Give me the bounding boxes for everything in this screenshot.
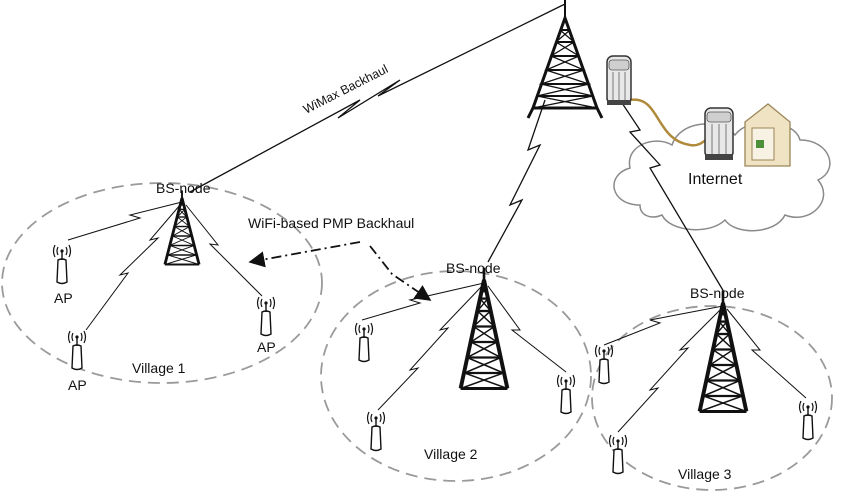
ap-village-2-b bbox=[366, 411, 386, 452]
bs-node-label-1: BS-node bbox=[156, 180, 211, 196]
village-2-area bbox=[320, 270, 592, 482]
village-1-label: Village 1 bbox=[132, 360, 186, 376]
ap-village-1-a bbox=[52, 244, 72, 285]
internet-label: Internet bbox=[688, 171, 743, 188]
wifi-backhaul-arrow bbox=[248, 241, 432, 301]
village-3-wireless-links bbox=[603, 305, 807, 433]
bs-node-tower-2 bbox=[461, 268, 508, 389]
wimax-link-village-2 bbox=[487, 99, 546, 263]
village-3-area bbox=[591, 305, 833, 491]
ap-label-3: AP bbox=[257, 339, 276, 355]
village-1-wireless-links bbox=[67, 201, 263, 331]
ap-label-2: AP bbox=[68, 377, 87, 393]
bs-node-label-2: BS-node bbox=[446, 260, 501, 276]
wifi-backhaul-label: WiFi-based PMP Backhaul bbox=[248, 215, 414, 231]
ap-village-2-c bbox=[556, 374, 576, 415]
wimax-link-village-3 bbox=[611, 87, 725, 293]
internet-server bbox=[704, 107, 734, 160]
bs-node-tower-1 bbox=[163, 188, 201, 266]
ap-village-1-c bbox=[256, 296, 276, 337]
village-2-wireless-links bbox=[361, 282, 567, 411]
ap-village-3-b bbox=[608, 434, 628, 475]
ap-village-1-b bbox=[67, 330, 87, 371]
ap-label-1: AP bbox=[54, 290, 73, 306]
bs-node-label-3: BS-node bbox=[690, 285, 745, 301]
internet-building bbox=[744, 103, 791, 167]
main-wimax-tower bbox=[526, 0, 604, 119]
base-station-cabinet bbox=[606, 55, 632, 105]
wimax-link-village-1 bbox=[189, 3, 566, 193]
ap-village-3-c bbox=[798, 400, 818, 441]
village-3-label: Village 3 bbox=[678, 466, 732, 482]
ap-village-2-a bbox=[354, 322, 374, 363]
village-2-label: Village 2 bbox=[424, 446, 478, 462]
village-1-area bbox=[1, 182, 323, 384]
